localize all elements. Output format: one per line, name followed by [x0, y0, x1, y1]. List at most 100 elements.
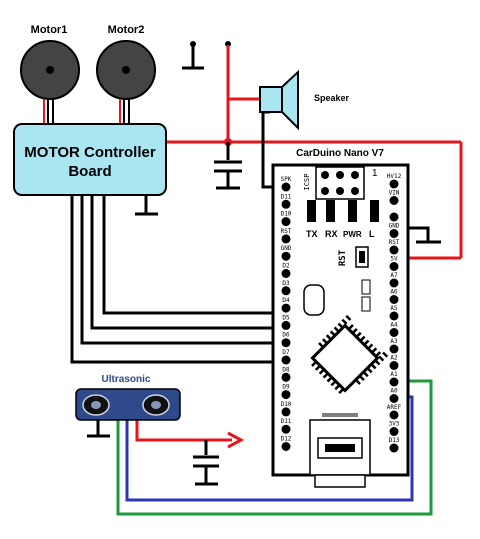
chip-leg [382, 351, 389, 358]
pin-label: D3 [282, 280, 290, 287]
chip-leg [330, 380, 337, 387]
carduino-board: CarDuino Nano V7 ICSP 1 TX RX PWR L RST [271, 148, 410, 488]
board-title: CarDuino Nano V7 [296, 148, 384, 159]
pin-label: 5V [390, 256, 398, 263]
chip-leg [318, 368, 325, 375]
pin-label: RST [389, 239, 400, 246]
smd-part [361, 296, 371, 312]
arrow-head [227, 431, 245, 449]
chip-leg [334, 384, 341, 391]
ultrasonic-power-wire [135, 420, 232, 442]
chip-leg [329, 330, 336, 337]
pin-hole [281, 355, 291, 365]
pin-hole [389, 427, 399, 436]
pin-label: A5 [390, 305, 398, 312]
chip-leg [345, 314, 352, 321]
pin-hole [389, 344, 399, 354]
pin-hole [281, 442, 291, 451]
green-wire-a1 [116, 379, 433, 516]
pin-hole [281, 269, 291, 278]
pin-hole [389, 229, 399, 238]
chip-leg [322, 338, 329, 345]
pin-label: VIN [389, 190, 400, 197]
chip-leg [311, 360, 318, 367]
signal-wire-d4 [102, 195, 286, 315]
chip-leg [359, 335, 366, 342]
chip-leg [326, 376, 333, 383]
pin-hole [281, 182, 291, 192]
chip-leg [367, 343, 374, 350]
pin-hole [389, 278, 399, 288]
chip-leg [314, 364, 321, 371]
chip-leg [351, 327, 358, 334]
crystal-oscillator [303, 284, 325, 316]
led-label-rx: RX [325, 229, 338, 239]
chip-leg [378, 355, 385, 362]
chip-leg [354, 378, 361, 385]
chip-leg [333, 326, 340, 333]
pin-hole [281, 303, 291, 313]
rst-label: RST [338, 249, 348, 266]
pin-hole [389, 410, 399, 420]
chip-leg [338, 388, 345, 395]
pin-label: D8 [282, 366, 290, 373]
chip-leg [375, 351, 382, 358]
motor-2: Motor2 [96, 24, 156, 124]
pin-hole [389, 212, 399, 222]
pin-hole [281, 407, 291, 417]
chip-leg [358, 374, 365, 381]
pin-label: D12 [281, 436, 292, 443]
pin-hole [389, 328, 399, 337]
pin-label: A6 [390, 289, 398, 296]
motor-controller-board: MOTOR Controller Board [13, 123, 167, 196]
pin-label: HV12 [387, 173, 402, 180]
pin-label: D13 [389, 437, 400, 444]
pin-label: D10 [281, 401, 292, 408]
pin-hole [281, 338, 291, 348]
pin-hole [281, 390, 291, 400]
pin-label: AREF [387, 404, 402, 411]
pin-label: D11 [281, 418, 292, 425]
led-jumpers: TX RX PWR L [306, 200, 379, 239]
chip-leg [341, 318, 348, 325]
pin-label: GND [389, 223, 400, 230]
led-label-pwr: PWR [343, 230, 362, 239]
smd-part [361, 279, 371, 295]
pin-label: GND [281, 245, 292, 252]
pin-label: D5 [282, 314, 290, 321]
controller-title-line1: MOTOR Controller [24, 144, 156, 161]
signal-wire-d7 [70, 195, 286, 364]
controller-title-line2: Board [68, 163, 111, 180]
pin-hole [281, 424, 291, 434]
pin-hole [389, 443, 399, 453]
pin-label: 3V3 [389, 421, 400, 428]
signal-wire-d6 [80, 195, 286, 345]
pin-hole [281, 217, 291, 227]
pin-label: RST [281, 228, 292, 235]
pin-hole [389, 262, 399, 271]
chip-leg [325, 334, 332, 341]
pin-hole [389, 245, 399, 255]
ultrasonic-transducer-core [151, 401, 161, 409]
chip-leg [318, 342, 325, 349]
chip-leg [370, 363, 377, 370]
pin-label: A2 [390, 355, 398, 362]
pin-hole [389, 311, 399, 321]
pin-hole [281, 234, 291, 244]
pin-hole [281, 286, 291, 296]
pin-hole [389, 394, 399, 403]
led-label-l: L [369, 229, 375, 239]
reset-button: RST [338, 246, 369, 268]
chip-leg [322, 372, 329, 379]
jumper-label: 1 [372, 168, 378, 179]
chip-leg [366, 367, 373, 374]
motor-2-label: Motor2 [108, 24, 145, 36]
speaker-magnet [259, 86, 283, 113]
led-label-tx: TX [306, 229, 318, 239]
pin-hole [281, 372, 291, 382]
icsp-label: ICSP [303, 174, 311, 191]
pin-label: A0 [390, 388, 398, 395]
